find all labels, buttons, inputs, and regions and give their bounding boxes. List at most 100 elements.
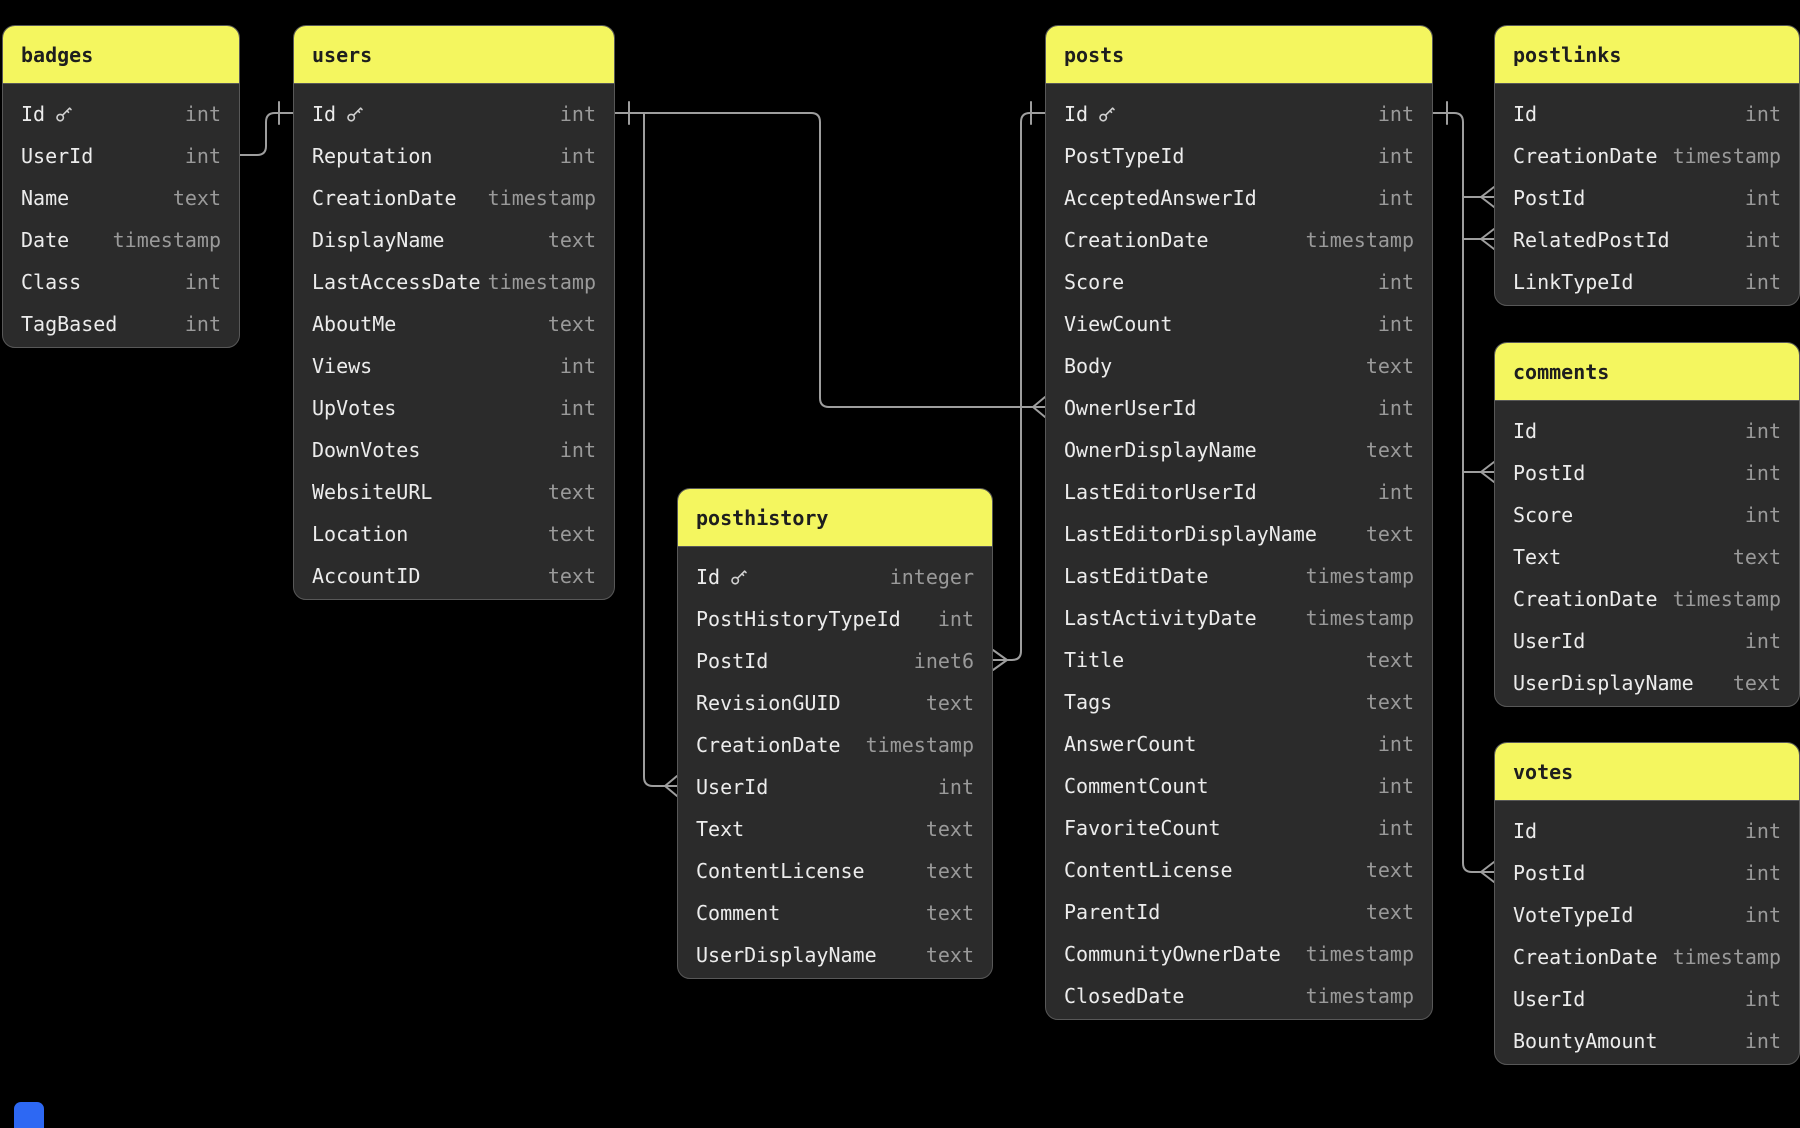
relationship-posts-id-to-votes-postid[interactable]	[1432, 101, 1495, 883]
table-header-postlinks[interactable]: postlinks	[1495, 26, 1799, 84]
table-header-badges[interactable]: badges	[3, 26, 239, 84]
relationship-line[interactable]	[1006, 112, 1046, 661]
relationship-badges-userid-to-users-id[interactable]	[239, 101, 294, 156]
relationship-posts-id-to-postlinks-relatedpostid[interactable]	[1462, 228, 1495, 250]
table-header-users[interactable]: users	[294, 26, 614, 84]
relationship-users-id-to-posthistory-userid[interactable]	[643, 112, 678, 797]
relationship-posts-id-to-comments-postid[interactable]	[1462, 461, 1495, 483]
field-type: int	[1744, 629, 1781, 653]
table-header-posts[interactable]: posts	[1046, 26, 1432, 84]
table-header-posthistory[interactable]: posthistory	[678, 489, 992, 547]
relationship-line[interactable]	[239, 112, 294, 156]
relationship-line[interactable]	[614, 112, 1034, 408]
table-header-comments[interactable]: comments	[1495, 343, 1799, 401]
relationship-posts-id-to-postlinks-postid[interactable]	[1462, 186, 1495, 208]
field-type: text	[925, 817, 974, 841]
relationship-line[interactable]	[1432, 112, 1482, 873]
field-name: PostId	[1513, 461, 1586, 485]
bottom-left-panel-button[interactable]	[14, 1102, 44, 1128]
relationship-users-id-to-posts-owneruserid[interactable]	[614, 101, 1046, 418]
table-header-votes[interactable]: votes	[1495, 743, 1799, 801]
relationship-posthistory-postid-to-posts-id[interactable]	[992, 101, 1046, 671]
crows-foot-icon	[1480, 228, 1495, 240]
relationship-line[interactable]	[643, 112, 666, 787]
